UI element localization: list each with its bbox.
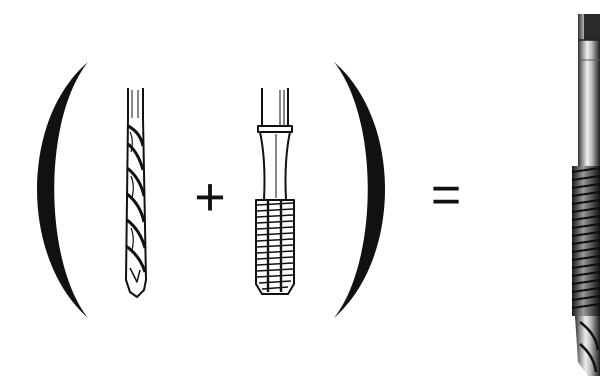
equals-sign: =	[431, 166, 461, 224]
plus-sign: +	[194, 167, 226, 227]
right-parenthesis	[334, 62, 385, 318]
left-parenthesis	[37, 62, 88, 318]
twist-drill-icon	[126, 88, 146, 297]
tap-thread-lines	[257, 200, 293, 292]
